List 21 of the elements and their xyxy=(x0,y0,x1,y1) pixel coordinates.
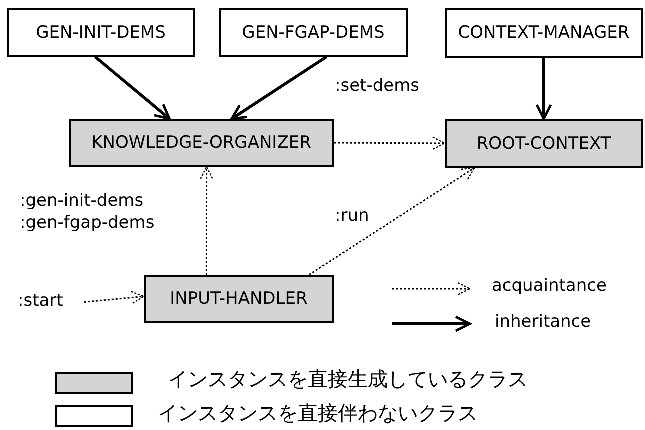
edge-label: :set-dems xyxy=(335,75,421,97)
arrow xyxy=(230,56,328,120)
dotted-arrow xyxy=(200,166,214,275)
legend-label: インスタンスを直接伴わないクラス xyxy=(158,400,478,427)
arrow xyxy=(94,56,171,120)
legend-label: インスタンスを直接生成しているクラス xyxy=(168,366,528,393)
edge-label: :gen-init-dems :gen-fgap-dems xyxy=(20,190,156,234)
message-label: :start xyxy=(18,288,84,314)
class-box: INPUT-HANDLER xyxy=(144,275,334,323)
dotted-arrow xyxy=(308,167,476,276)
legend-label: acquaintance xyxy=(492,276,607,296)
dotted-arrow xyxy=(84,291,145,304)
legend-label: inheritance xyxy=(495,312,592,332)
dotted-arrow xyxy=(334,136,446,150)
class-box: KNOWLEDGE-ORGANIZER xyxy=(69,119,334,167)
class-box: GEN-INIT-DEMS xyxy=(7,8,195,57)
class-box: ROOT-CONTEXT xyxy=(445,119,643,168)
edge-label: :run xyxy=(335,205,370,227)
class-box: GEN-FGAP-DEMS xyxy=(219,8,408,57)
class-box: CONTEXT-MANAGER xyxy=(445,8,643,58)
arrow xyxy=(536,58,552,120)
